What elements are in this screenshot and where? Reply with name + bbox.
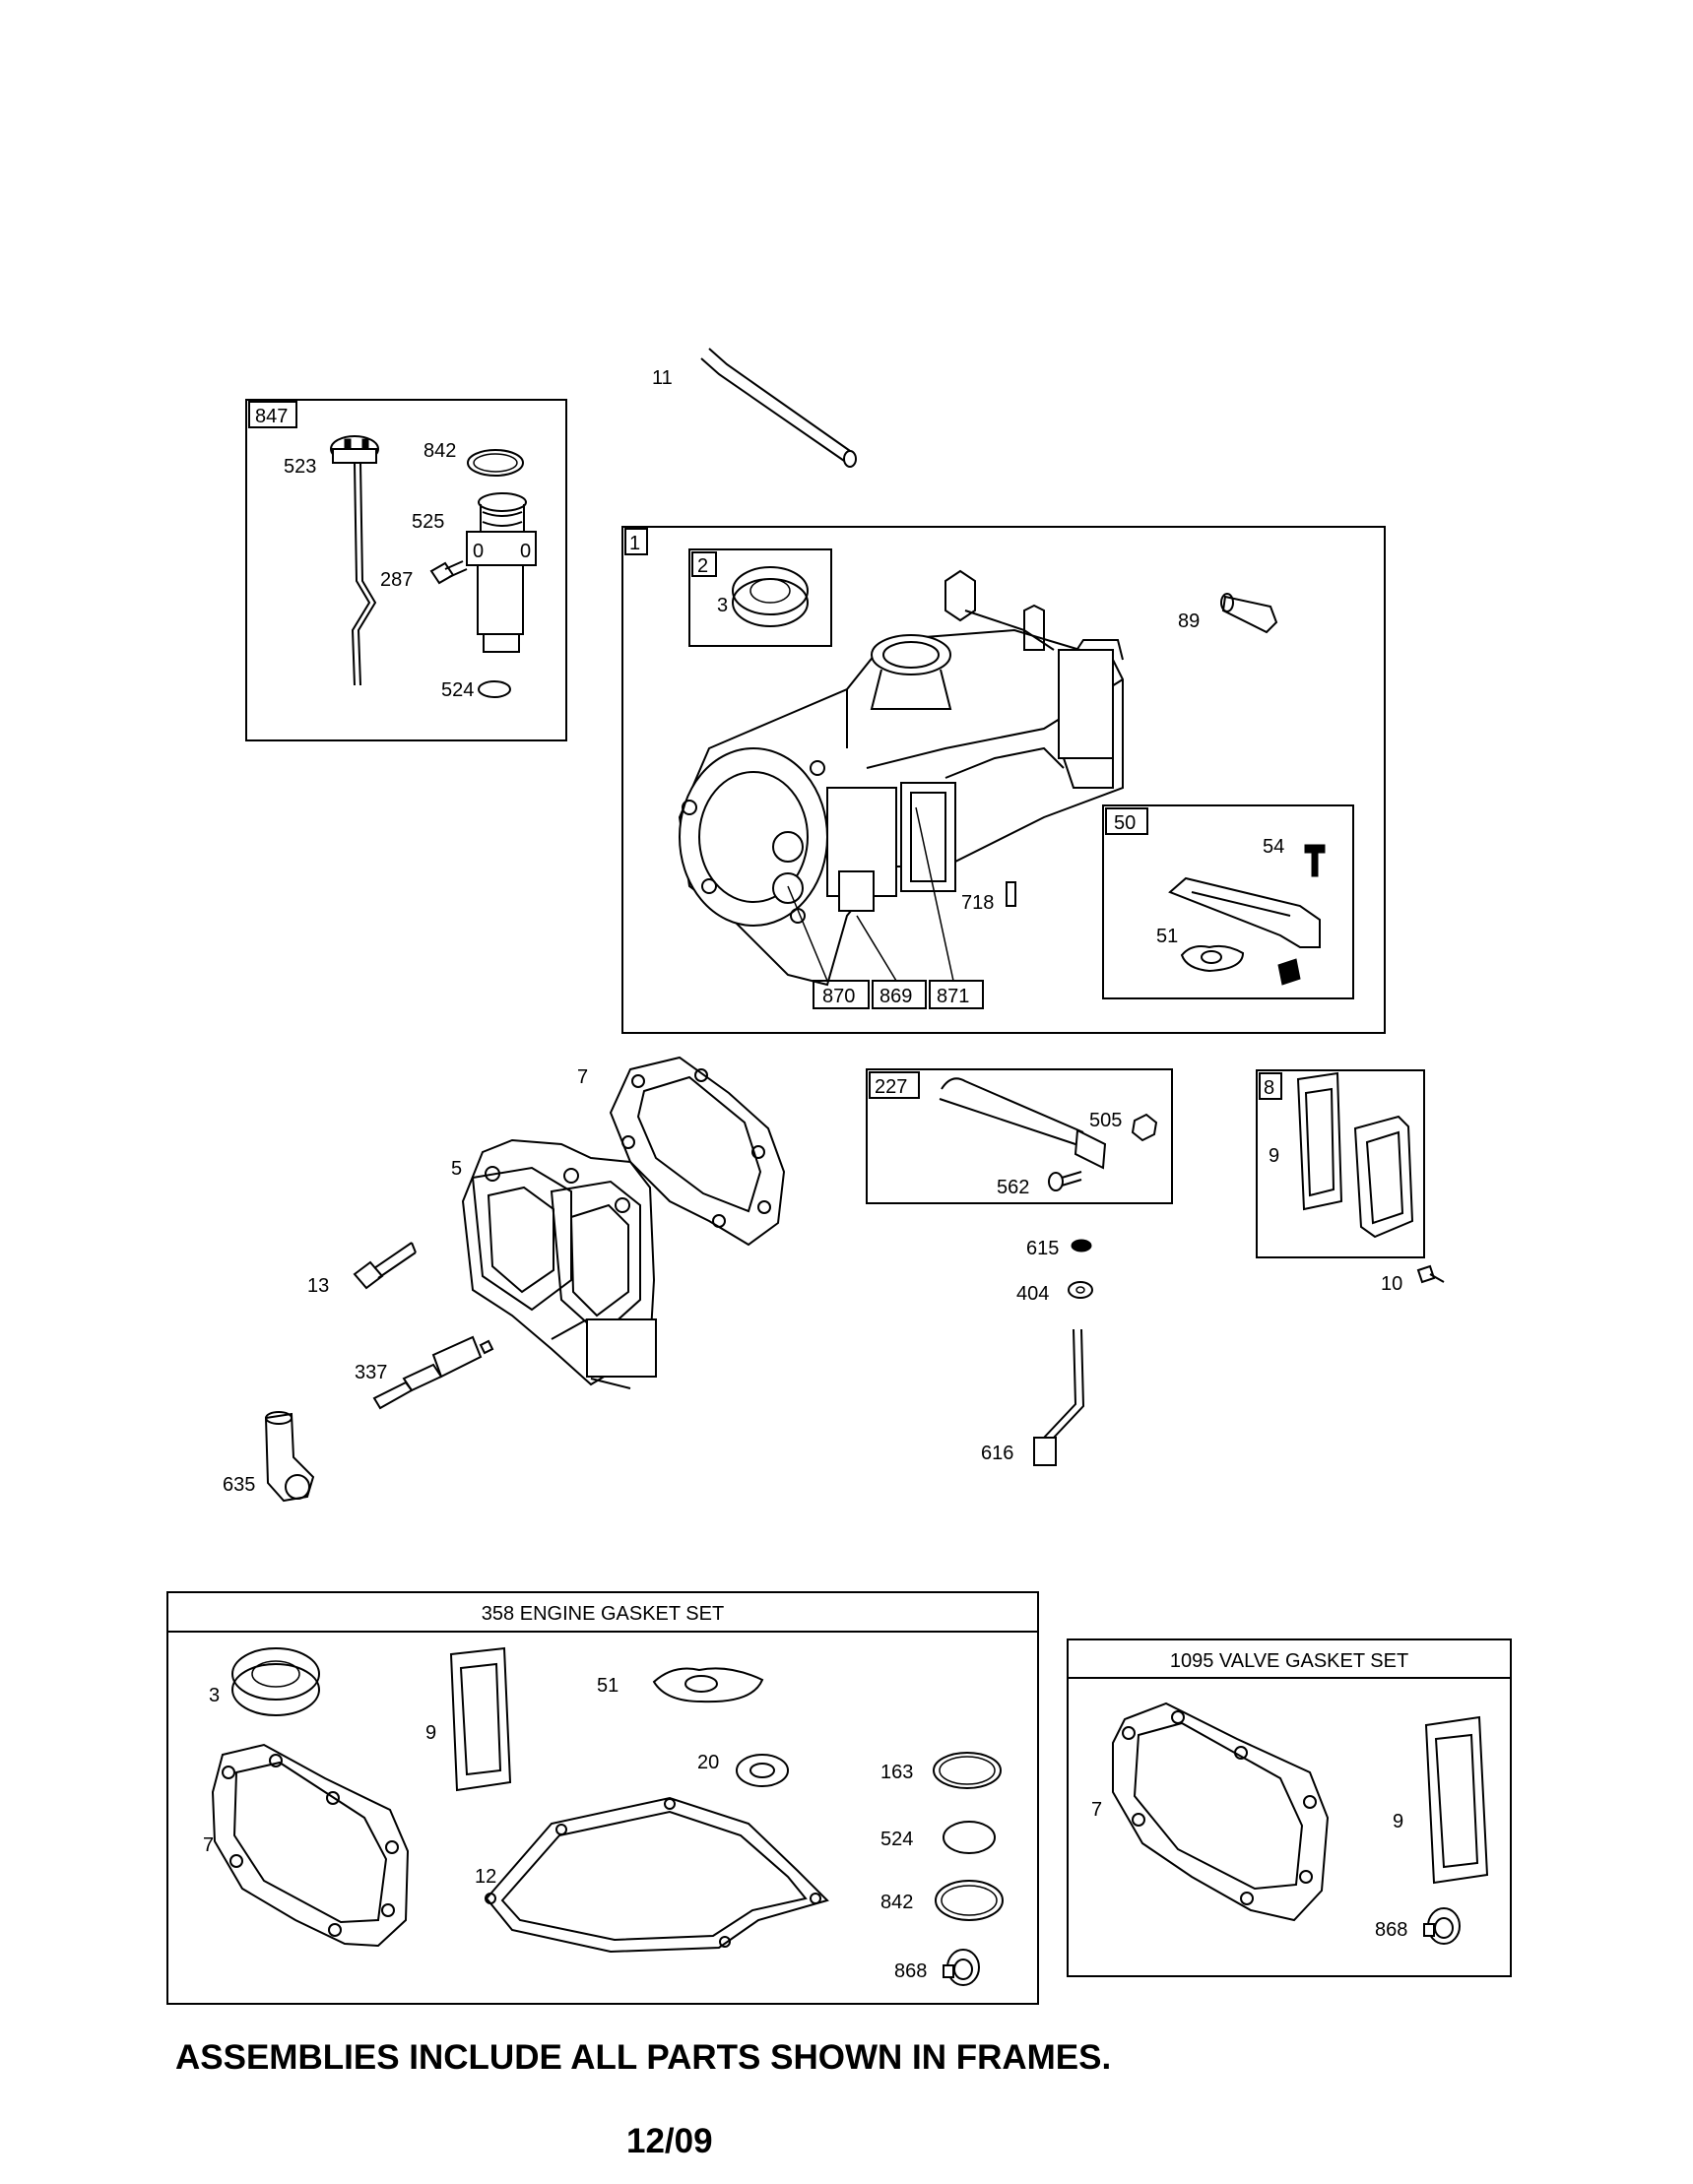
egs-callout-163: 163 — [880, 1762, 913, 1783]
breather-gasket-9-part — [1296, 1071, 1343, 1211]
egs-o-ring-842 — [935, 1880, 1004, 1921]
bolt-13-part — [353, 1242, 417, 1290]
cylinder-block-part — [678, 569, 1124, 987]
valve-gasket-set-title: 1095 VALVE GASKET SET — [1170, 1650, 1408, 1672]
callout-9: 9 — [1269, 1145, 1279, 1167]
callout-871: 871 — [937, 986, 969, 1007]
egs-o-ring-524 — [943, 1821, 996, 1854]
screw-562-part — [1048, 1171, 1082, 1191]
vgs-callout-9: 9 — [1393, 1811, 1403, 1832]
egs-callout-3: 3 — [209, 1685, 220, 1706]
breather-cover-part — [1353, 1115, 1414, 1239]
frame-label-227: 227 — [875, 1076, 907, 1098]
valve-gasket-set-panel: 1095 VALVE GASKET SET 7 9 868 — [1067, 1638, 1512, 1977]
callout-7: 7 — [577, 1066, 588, 1088]
egs-callout-842: 842 — [880, 1892, 913, 1913]
frame-847-oil-fill-assembly: 847 523 842 0 0 525 — [245, 399, 567, 741]
vgs-head-gasket-7 — [1112, 1702, 1330, 1922]
callout-51: 51 — [1156, 926, 1178, 947]
callout-11: 11 — [652, 367, 673, 389]
callout-523: 523 — [284, 456, 316, 478]
egs-callout-524: 524 — [880, 1829, 913, 1850]
egs-crankcase-gasket-12 — [485, 1796, 829, 1954]
head-gasket-7-part — [609, 1056, 786, 1247]
egs-seal-20 — [736, 1754, 789, 1787]
o-ring-842-part — [467, 449, 524, 477]
cylinder-head-5-part — [461, 1138, 657, 1389]
egs-breather-gasket-9 — [449, 1646, 512, 1792]
frame-label-50: 50 — [1114, 812, 1136, 834]
dipstick-part — [330, 435, 379, 686]
callout-404: 404 — [1016, 1283, 1049, 1305]
dowel-pin-718-part — [1006, 881, 1016, 907]
frame-label-2: 2 — [697, 555, 708, 577]
egs-callout-51: 51 — [597, 1675, 619, 1697]
washer-615-part — [1071, 1239, 1092, 1253]
guide-50-part — [1168, 876, 1321, 948]
o-ring-524-part — [478, 680, 511, 698]
callout-524: 524 — [441, 679, 474, 701]
callout-5: 5 — [451, 1158, 462, 1180]
frame-label-847: 847 — [255, 406, 288, 427]
callout-718: 718 — [961, 892, 994, 914]
assemblies-note: ASSEMBLIES INCLUDE ALL PARTS SHOWN IN FR… — [175, 2038, 1112, 2077]
egs-oil-seal-3 — [231, 1647, 320, 1716]
breather-tube-11-part — [700, 348, 857, 468]
nut-505-part — [1131, 1113, 1158, 1142]
callout-525: 525 — [412, 511, 444, 533]
oil-seal-3-part — [732, 566, 809, 627]
egs-head-gasket-7 — [211, 1743, 410, 1948]
callout-505: 505 — [1089, 1110, 1122, 1131]
egs-callout-9: 9 — [425, 1722, 436, 1744]
vgs-callout-7: 7 — [1091, 1799, 1102, 1821]
governor-shaft-616-part — [1033, 1328, 1085, 1466]
frame-label-8: 8 — [1264, 1077, 1274, 1099]
governor-lever-part — [939, 1077, 1107, 1170]
callout-54: 54 — [1263, 836, 1284, 858]
svg-text:0: 0 — [473, 541, 484, 562]
callout-10: 10 — [1381, 1273, 1402, 1295]
egs-callout-868: 868 — [894, 1960, 927, 1982]
callout-615: 615 — [1026, 1238, 1059, 1259]
egs-valve-seal-868 — [943, 1949, 980, 1986]
washer-404-part — [1068, 1281, 1093, 1299]
callout-3: 3 — [717, 595, 728, 616]
engine-gasket-set-panel: 358 ENGINE GASKET SET 3 9 51 20 163 — [166, 1591, 1039, 2005]
screw-287-part — [429, 560, 468, 585]
egs-callout-7: 7 — [203, 1834, 214, 1856]
screw-10-part — [1416, 1264, 1445, 1284]
revision-date: 12/09 — [626, 2122, 713, 2160]
spark-plug-boot-635-part — [264, 1411, 315, 1503]
callout-337: 337 — [355, 1362, 387, 1383]
frame-1-cylinder-assembly: 1 2 3 — [621, 526, 1386, 1034]
gasket-51-part — [1180, 944, 1245, 973]
vgs-valve-seal-868 — [1423, 1907, 1461, 1945]
callout-870: 870 — [822, 986, 855, 1007]
callout-562: 562 — [997, 1177, 1029, 1198]
egs-callout-20: 20 — [697, 1752, 719, 1773]
dowel-89-part — [1220, 593, 1278, 634]
vgs-breather-gasket-9 — [1424, 1715, 1489, 1885]
egs-gasket-51 — [652, 1667, 764, 1703]
svg-text:0: 0 — [520, 541, 531, 562]
egs-callout-12: 12 — [475, 1866, 496, 1888]
callout-287: 287 — [380, 569, 413, 591]
callout-869: 869 — [879, 986, 912, 1007]
spark-plug-337-part — [372, 1335, 494, 1410]
callout-842: 842 — [423, 440, 456, 462]
vgs-callout-868: 868 — [1375, 1919, 1407, 1941]
engine-gasket-set-title: 358 ENGINE GASKET SET — [482, 1603, 724, 1625]
dipstick-tube-525-part: 0 0 — [466, 492, 537, 653]
callout-13: 13 — [307, 1275, 329, 1297]
callout-616: 616 — [981, 1443, 1013, 1464]
egs-o-ring-163 — [933, 1752, 1002, 1789]
callout-89: 89 — [1178, 610, 1200, 632]
frame-label-1: 1 — [629, 533, 640, 554]
screw-54-part — [1304, 844, 1326, 877]
callout-635: 635 — [223, 1474, 255, 1496]
frame-8-breather-assembly: 8 9 — [1256, 1069, 1425, 1258]
frame-227-governor-assembly: 227 505 562 — [866, 1068, 1173, 1204]
